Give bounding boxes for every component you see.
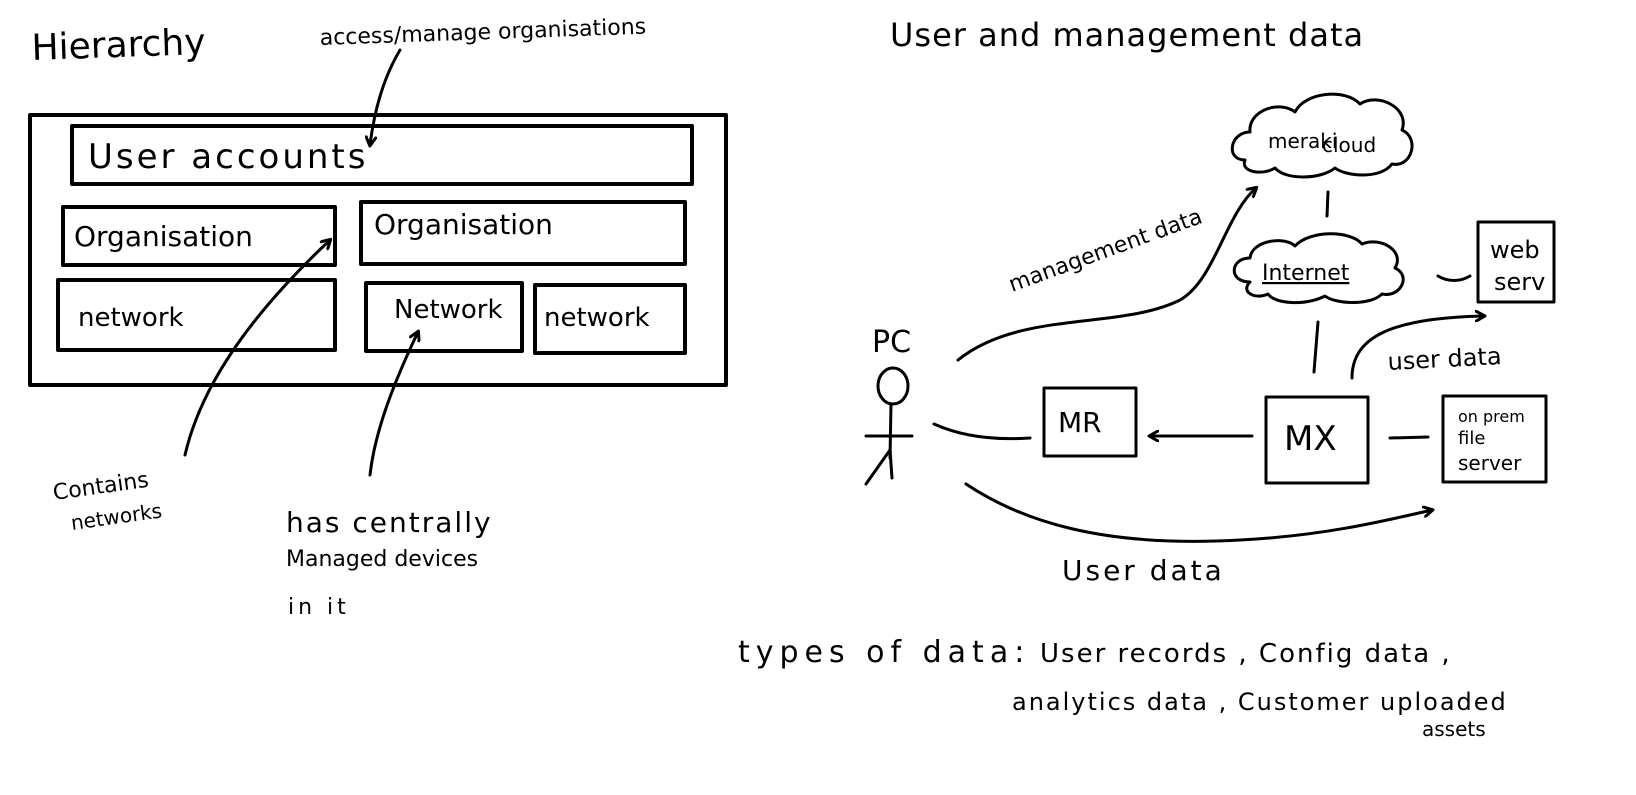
web-server-line2: serv [1494, 268, 1545, 296]
meraki-cloud-shape [1230, 92, 1414, 179]
organisation-right-label: Organisation [374, 208, 553, 241]
devices-note-line1: has centrally [286, 506, 493, 539]
user-data-top-arrow [1350, 316, 1484, 380]
management-data-arrow [956, 188, 1256, 362]
types-of-data-section: types of data: User records , Config dat… [738, 635, 1508, 741]
mr-label: MR [1058, 406, 1102, 439]
types-of-data-line3: assets [1422, 717, 1486, 741]
meraki-cloud-line1: meraki [1268, 129, 1337, 153]
devices-arrow [368, 332, 418, 477]
access-arrow [370, 48, 402, 145]
network-right-label: network [544, 303, 650, 333]
cloud-internet-link [1325, 190, 1330, 218]
organisation-right-box [359, 200, 687, 266]
onprem-line2: file [1458, 428, 1485, 449]
devices-note-line3: in it [288, 595, 350, 620]
onprem-server-box [1441, 394, 1548, 484]
onprem-line3: server [1458, 451, 1522, 475]
network-left-label: network [78, 303, 184, 333]
meraki-cloud-line2: cloud [1322, 133, 1376, 157]
mx-label: MX [1284, 419, 1337, 459]
access-manage-note: access/manage organisations [319, 15, 646, 51]
internet-label: Internet [1262, 261, 1350, 286]
network-mid-box [364, 281, 524, 353]
pc-mr-link [932, 422, 1032, 441]
user-data-bottom-label: User data [1062, 554, 1225, 587]
hierarchy-title: Hierarchy [31, 22, 206, 69]
pc-label: PC [872, 325, 911, 360]
user-data-bottom-arrow [964, 482, 1432, 543]
organisation-left-label: Organisation [74, 220, 253, 253]
web-server-line1: web [1490, 236, 1540, 264]
types-of-data-line2: analytics data , Customer uploaded [1012, 688, 1508, 716]
hierarchy-outer-box [28, 113, 728, 387]
mx-box [1264, 395, 1370, 485]
network-right-box [533, 283, 687, 355]
contains-note-line1: Contains [51, 468, 150, 506]
user-data-top-label: user data [1387, 342, 1502, 376]
hierarchy-section: Hierarchy access/manage organisations Us… [28, 15, 728, 620]
network-left-box [56, 278, 337, 352]
internet-web-link [1436, 274, 1472, 282]
web-server-box [1476, 220, 1556, 304]
contains-note-line2: networks [69, 498, 163, 535]
network-mid-label: Network [394, 295, 503, 325]
organisation-left-box [61, 205, 337, 267]
internet-cloud-shape [1232, 232, 1405, 305]
pc-user-figure [864, 366, 914, 486]
user-accounts-label: User accounts [88, 137, 368, 177]
data-flow-title: User and management data [890, 16, 1364, 54]
data-flow-section: User and management data meraki cloud In… [864, 16, 1556, 587]
management-data-label: management data [1006, 204, 1206, 297]
devices-note-line2: Managed devices [286, 547, 478, 572]
mx-onprem-link [1388, 435, 1430, 440]
user-accounts-box [70, 124, 694, 186]
onprem-line1: on prem [1458, 407, 1525, 426]
contains-arrow [183, 240, 330, 457]
internet-mx-link [1312, 320, 1320, 374]
types-of-data-line1: User records , Config data , [1040, 639, 1452, 669]
types-of-data-label: types of data: [738, 635, 1030, 670]
mr-box [1042, 386, 1138, 458]
